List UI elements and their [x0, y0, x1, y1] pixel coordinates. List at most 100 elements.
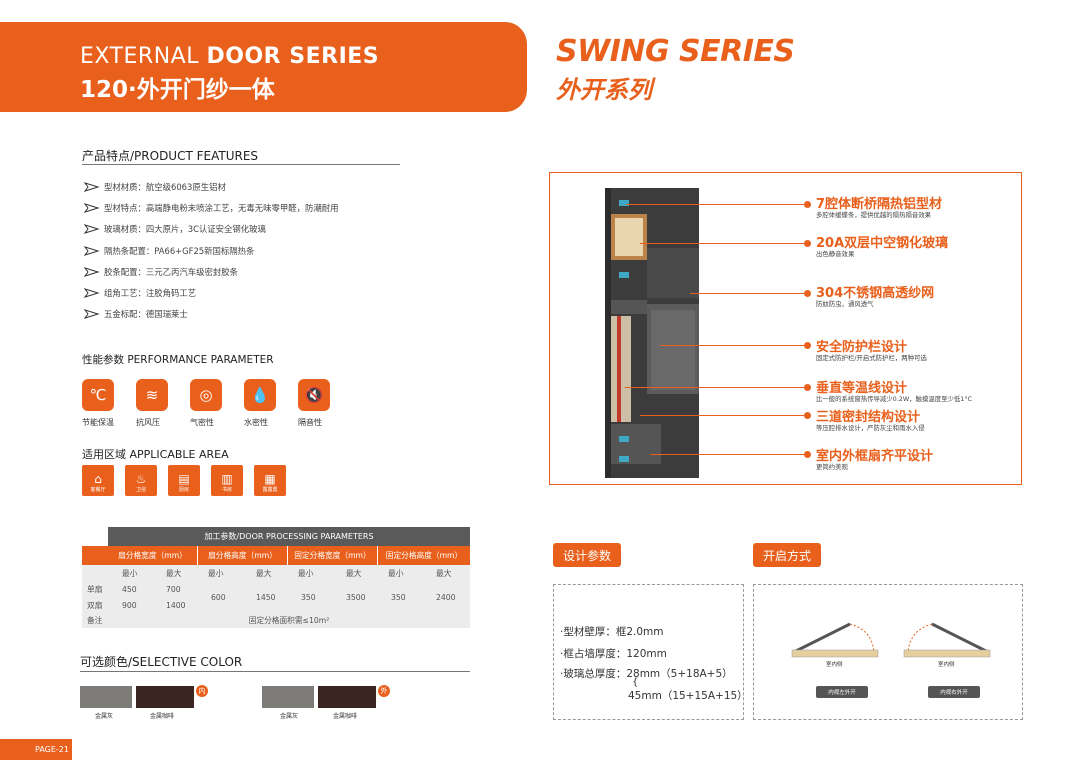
perf-label: 抗风压 [136, 418, 160, 427]
mute-icon: 🔇 [298, 379, 330, 411]
table-row: 双扇 900 1400 [82, 597, 470, 613]
callout-title: 三道密封结构设计 [816, 410, 921, 425]
perf-label: 隔音性 [298, 418, 322, 427]
header-external: EXTERNAL [80, 44, 199, 69]
callout-sub: 出色静音效果 [816, 250, 855, 258]
area-item: ♨卫浴 [125, 465, 157, 496]
area-item: ▦露露置 [254, 465, 286, 496]
kitchen-icon: ▤ [178, 472, 190, 486]
callout-sub: 等压腔排水设计，严防灰尘和雨水入侵 [816, 424, 925, 432]
callout-dot [804, 240, 811, 247]
table-col-group: 固定分格高度（mm） [378, 546, 470, 565]
callout-title: 安全防护栏设计 [816, 340, 908, 355]
area-label: 客餐厅 [90, 487, 106, 493]
feature-item: 玻璃材质：四大原片，3C认证安全钢化玻璃 [84, 219, 414, 240]
swatch-label: 金属灰 [95, 713, 114, 720]
area-label: 书房 [221, 487, 232, 493]
callout-title: 304不锈钢高透纱网 [816, 286, 935, 301]
table-cell: 700 [166, 584, 181, 594]
callout-line [626, 204, 808, 205]
callout-title: 垂直等温线设计 [816, 381, 908, 396]
callout-line [690, 293, 808, 294]
callout-sub: 更简约美观 [816, 463, 848, 471]
outer-badge: 外 [378, 685, 390, 697]
opening-left-tag: 内视左外开 [816, 686, 868, 698]
arrow-icon [84, 288, 100, 298]
callout-dot [804, 412, 811, 419]
thermometer-icon: ℃ [82, 379, 114, 411]
colors-title: 可选颜色/SELECTIVE COLOR [80, 655, 243, 669]
table-merged-row: 600 1450 350 3500 350 2400 [198, 581, 470, 613]
opening-method-box [753, 584, 1023, 720]
callout-sub: 固定式防护栏/开启式防护栏，两种可选 [816, 354, 927, 362]
bath-icon: ♨ [135, 472, 147, 486]
table-sub-header: 最小 [122, 568, 138, 578]
area-label: 厨房 [178, 487, 189, 493]
callout-line [650, 454, 808, 455]
feature-text: 玻璃材质：四大原片，3C认证安全钢化玻璃 [104, 224, 266, 235]
features-title: 产品特点/PRODUCT FEATURES [82, 149, 259, 163]
arrow-icon [84, 245, 100, 256]
table-cell: 900 [122, 600, 137, 610]
feature-item: 型材特点：高端静电粉末喷涂工艺，无毒无味零甲醛，防潮耐用 [84, 197, 414, 218]
balcony-icon: ▦ [264, 472, 276, 486]
feature-item: 隔热条配置：PA66+GF25新国标隔热条 [84, 240, 414, 261]
callout-dot [804, 451, 811, 458]
glass-thickness: ·玻璃总厚度：28mm（5+18A+5） [560, 666, 733, 681]
table-cell: 450 [122, 584, 137, 594]
row-label: 双扇 [87, 600, 103, 610]
swatch-label: 金属灰 [280, 713, 299, 720]
table-sub-header: 最大 [256, 568, 272, 578]
callout-title: 室内外框扇齐平设计 [816, 449, 934, 464]
swing-series-title: SWING SERIES [556, 34, 795, 69]
design-params-box [553, 584, 744, 720]
processing-params-table: 加工参数/DOOR PROCESSING PARAMETERS 扇分格宽度（mm… [82, 527, 470, 628]
callout-sub: 防蚊防虫，通风透气 [816, 300, 874, 308]
glass-value-2: 45mm（15+15A+15） [628, 690, 748, 702]
header-series-title: EXTERNAL DOOR SERIES [80, 44, 379, 69]
callout-dot [804, 201, 811, 208]
opening-left-side: 室内侧 [826, 662, 843, 668]
glass-value-1: 28mm（5+18A+5） [626, 668, 733, 680]
callout-sub: 多腔体缓蝶条，提供优越的隔热隔音效果 [816, 211, 932, 219]
callout-title: 20A双层中空钢化玻璃 [816, 236, 949, 251]
area-title: 适用区域 APPLICABLE AREA [82, 448, 229, 461]
feature-item: 胶条配置：三元乙丙汽车级密封胶条 [84, 261, 414, 282]
glass-label: ·玻璃总厚度： [560, 668, 627, 680]
wall-label: ·型材壁厚： [560, 626, 616, 638]
swatch-label: 金属咖啡 [333, 713, 358, 720]
table-title: 加工参数/DOOR PROCESSING PARAMETERS [108, 527, 470, 546]
inner-badge: 内 [196, 685, 208, 697]
table-col-group: 扇分格高度（mm） [198, 546, 288, 565]
wall-thickness: ·型材壁厚：框2.0mm [560, 624, 664, 639]
table-row: 单扇 450 700 [82, 581, 470, 597]
product-photo-frame [549, 172, 1022, 485]
tab-design-params[interactable]: 设计参数 [553, 543, 621, 567]
perf-item: 🔇 隔音性 [298, 379, 352, 428]
table-sub-header: 最大 [436, 568, 452, 578]
table-sub-header: 最大 [346, 568, 362, 578]
header-product-name: 120·外开门纱一体 [80, 77, 275, 103]
perf-item: ≋ 抗风压 [136, 379, 190, 428]
study-icon: ▥ [221, 472, 233, 486]
feature-text: 型材特点：高端静电粉末喷涂工艺，无毒无味零甲醛，防潮耐用 [104, 202, 339, 213]
table-cell: 350 [301, 592, 316, 602]
swatch-outer-grey [262, 686, 314, 708]
note-label: 备注 [87, 616, 103, 625]
table-sub-header-row: 最小 最大 最小 最大 最小 最大 最小 最大 [82, 565, 470, 581]
swing-series-cn: 外开系列 [556, 76, 652, 104]
tab-opening-method[interactable]: 开启方式 [753, 543, 821, 567]
table-col-group: 固定分格宽度（mm） [288, 546, 378, 565]
wind-icon: ≋ [136, 379, 168, 411]
feature-item: 组角工艺：注胶角码工艺 [84, 282, 414, 303]
callout-dot [804, 342, 811, 349]
callout-line [625, 387, 808, 388]
area-icons: ⌂客餐厅 ♨卫浴 ▤厨房 ▥书房 ▦露露置 [82, 465, 297, 496]
performance-title: 性能参数 PERFORMANCE PARAMETER [82, 354, 274, 366]
table-cell: 1400 [166, 600, 186, 610]
callout-sub: 比一般的系统窗热传导减少0.2W，触摸温度至少低1°C [816, 395, 973, 403]
feature-text: 型材材质：航空级6063原生铝材 [104, 181, 226, 192]
callout-dot [804, 290, 811, 297]
